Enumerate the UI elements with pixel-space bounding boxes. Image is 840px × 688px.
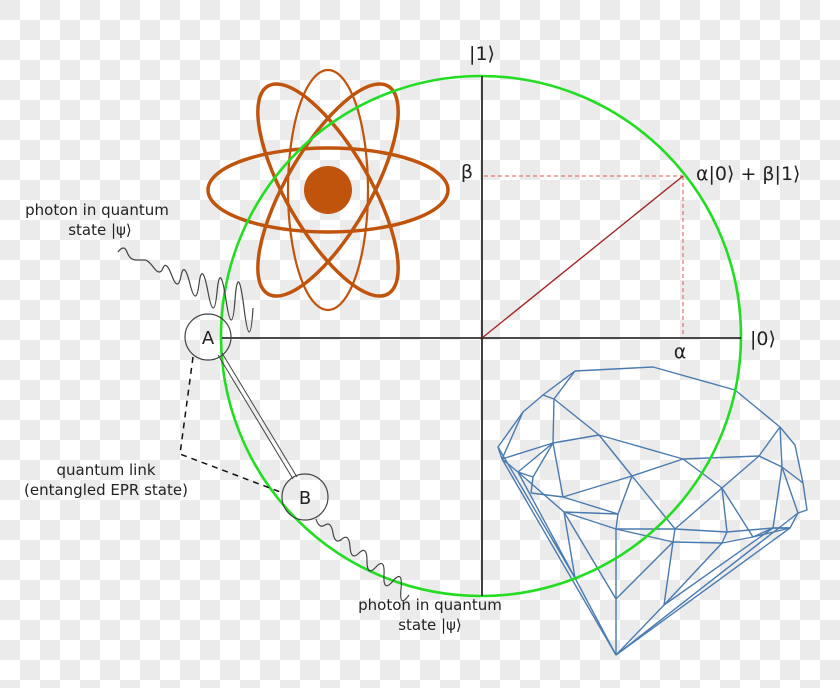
state-vector <box>481 175 684 339</box>
photon-in-caption-line1: photon in quantum <box>25 201 169 219</box>
beta-label: β <box>461 161 473 183</box>
atom-icon <box>206 68 450 312</box>
photon-in-wave <box>117 247 254 333</box>
photon-out-caption-line2: state |ψ⟩ <box>398 616 462 634</box>
entanglement-link <box>217 352 298 480</box>
projection-lines <box>484 175 684 337</box>
state-label: α|0⟩ + β|1⟩ <box>696 163 800 185</box>
photon-out-caption-line1: photon in quantum <box>358 596 502 614</box>
quantum-link-caption-line1: quantum link <box>56 461 155 479</box>
node-b: B <box>281 473 329 521</box>
node-a: A <box>184 313 232 361</box>
ket-one-label: |1⟩ <box>469 43 495 65</box>
diamond-icon <box>497 366 808 656</box>
photon-in-caption-line2: state |ψ⟩ <box>68 221 132 239</box>
node-a-label: A <box>202 328 215 349</box>
photon-out-wave <box>315 518 410 602</box>
quantum-link-caption-line2: (entangled EPR state) <box>24 481 188 499</box>
alpha-label: α <box>674 341 687 363</box>
ket-zero-label: |0⟩ <box>750 328 776 350</box>
node-b-label: B <box>299 488 311 509</box>
state-circle <box>219 74 743 598</box>
